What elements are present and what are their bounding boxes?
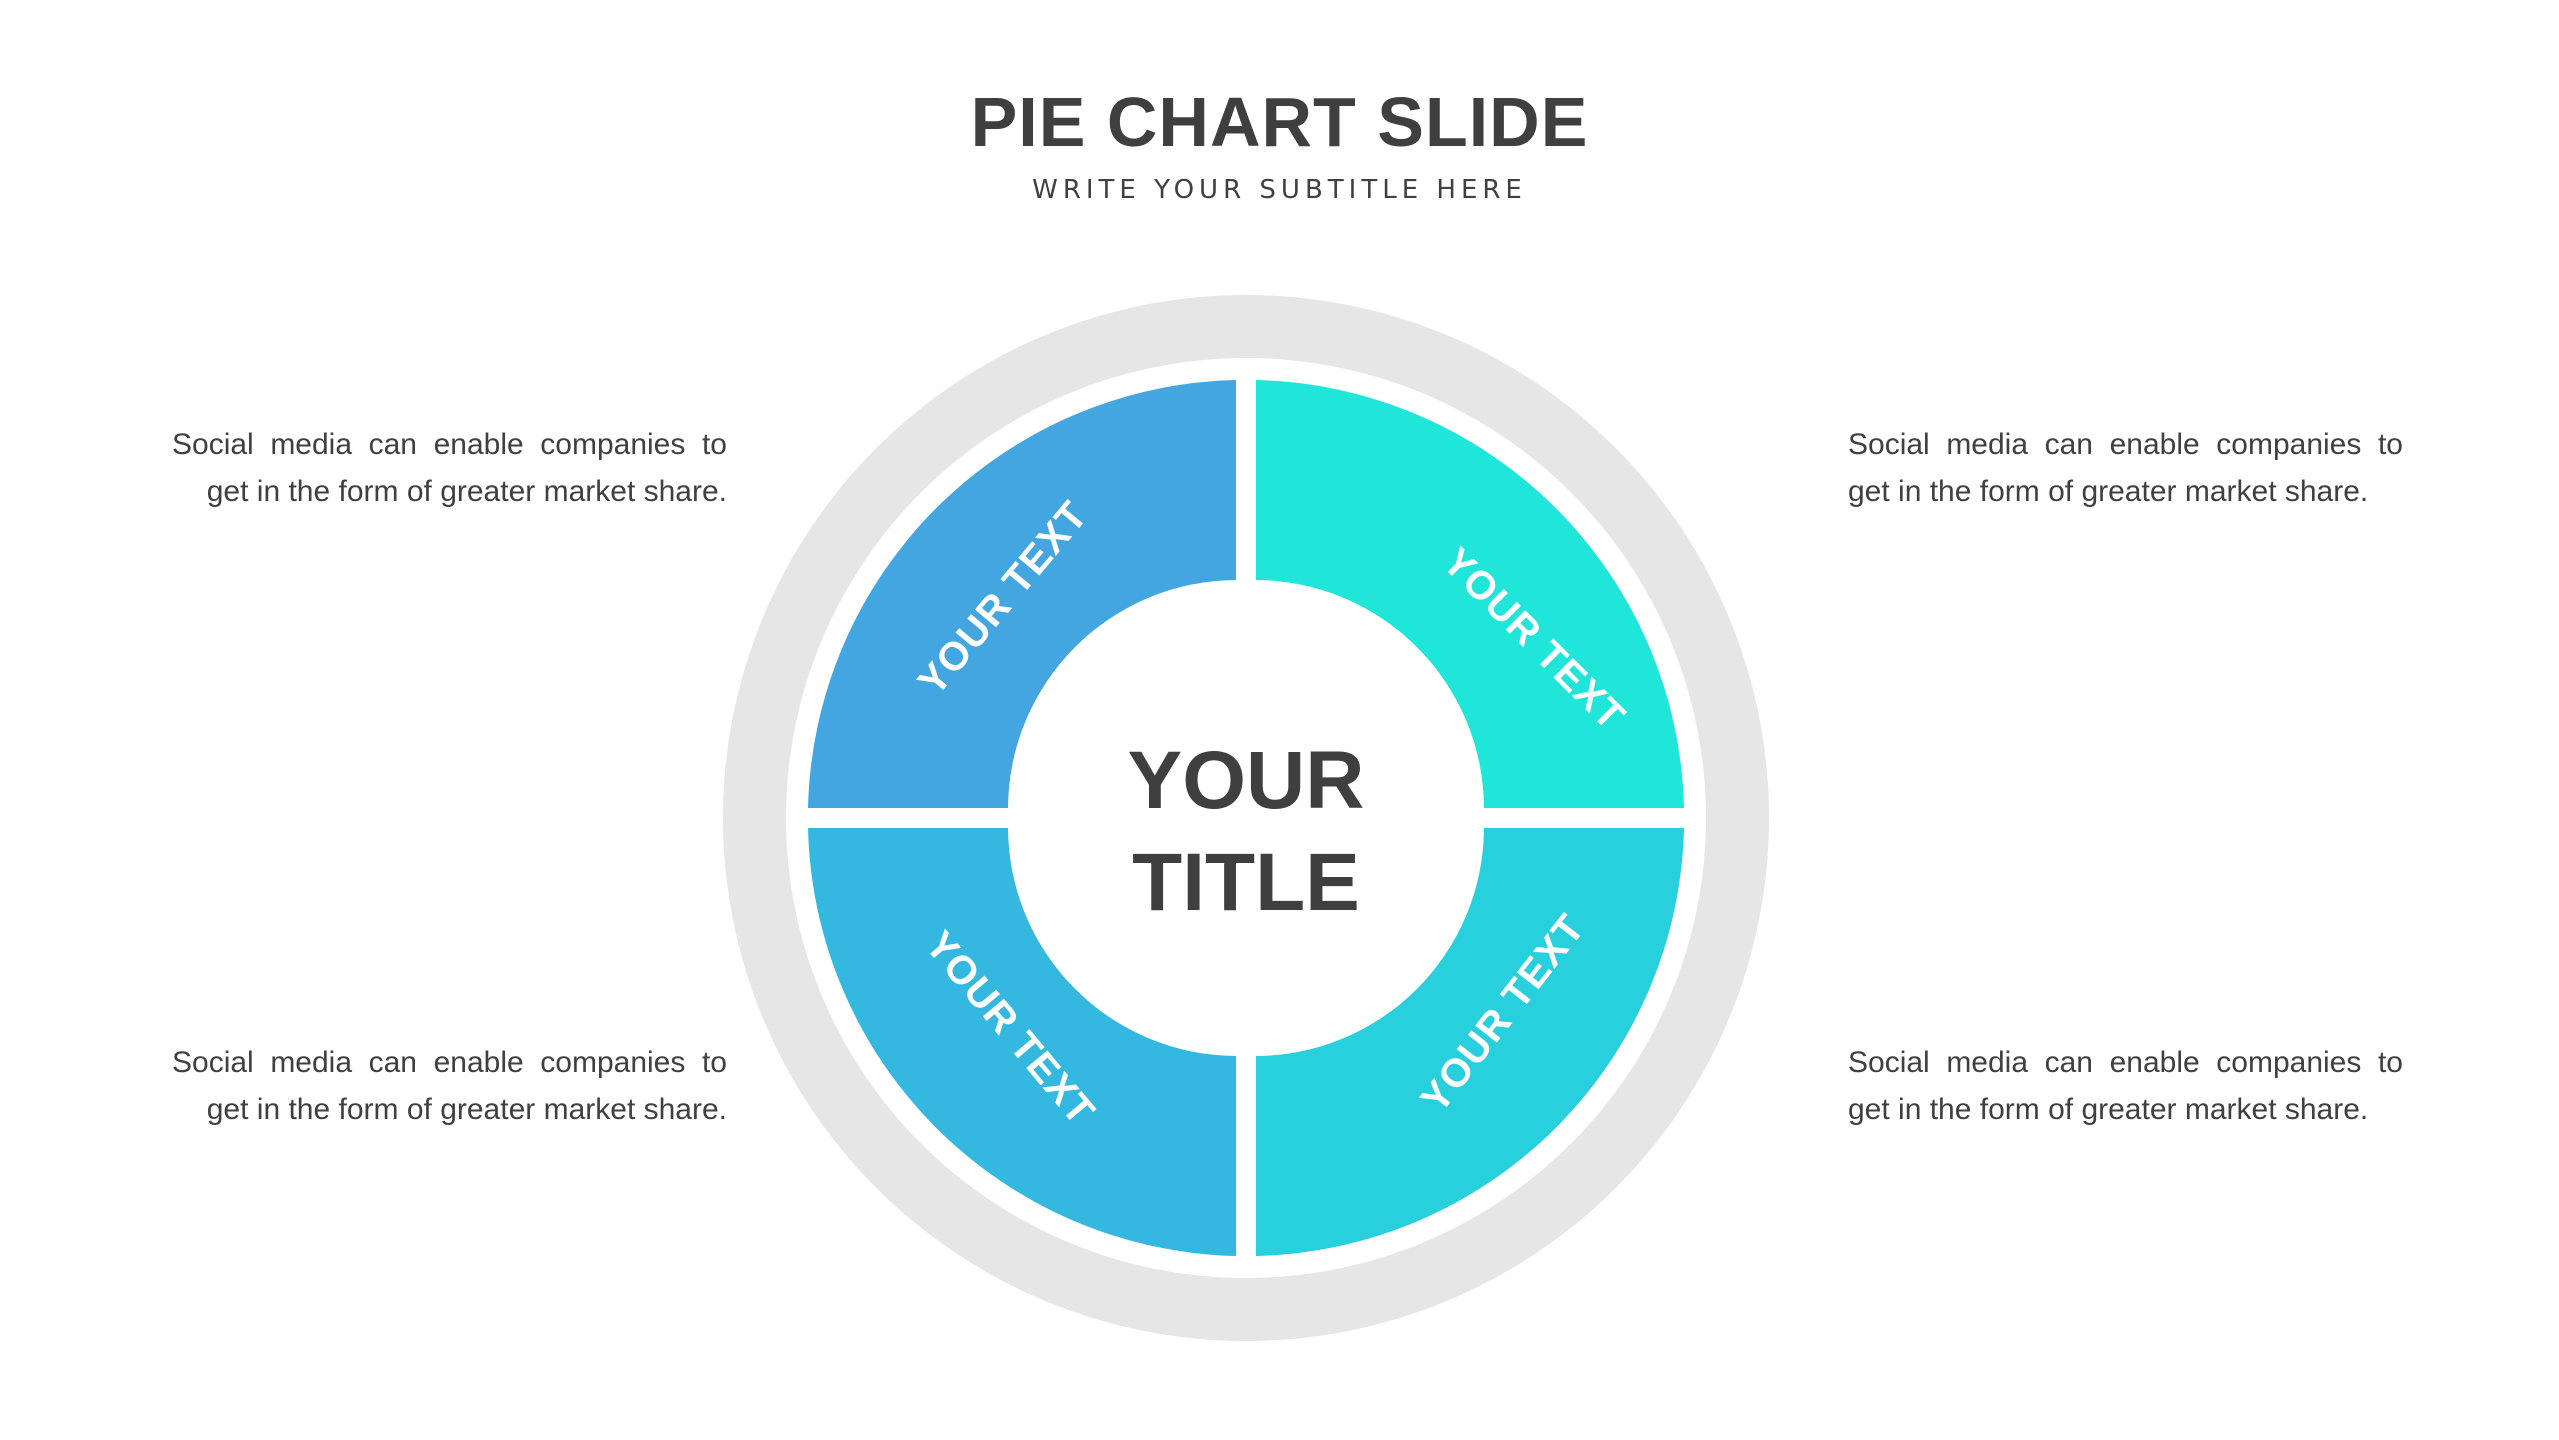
description-top-left: Social media can enable companies to get…	[172, 428, 727, 508]
center-title-line-2: TITLE	[1132, 837, 1360, 928]
description-bottom-right: Social media can enable companies to get…	[1848, 1046, 2403, 1126]
slide-subtitle: WRITE YOUR SUBTITLE HERE	[1032, 175, 1527, 205]
segment-top-right[interactable]	[1256, 380, 1684, 808]
segment-top-left[interactable]	[808, 380, 1236, 808]
segment-bottom-right[interactable]	[1256, 828, 1684, 1256]
description-top-right: Social media can enable companies to get…	[1848, 428, 2403, 508]
segment-bottom-left[interactable]	[808, 828, 1236, 1256]
center-title-line-1: YOUR	[1128, 735, 1365, 826]
slide-title: PIE CHART SLIDE	[970, 83, 1589, 161]
description-bottom-left: Social media can enable companies to get…	[172, 1046, 727, 1126]
